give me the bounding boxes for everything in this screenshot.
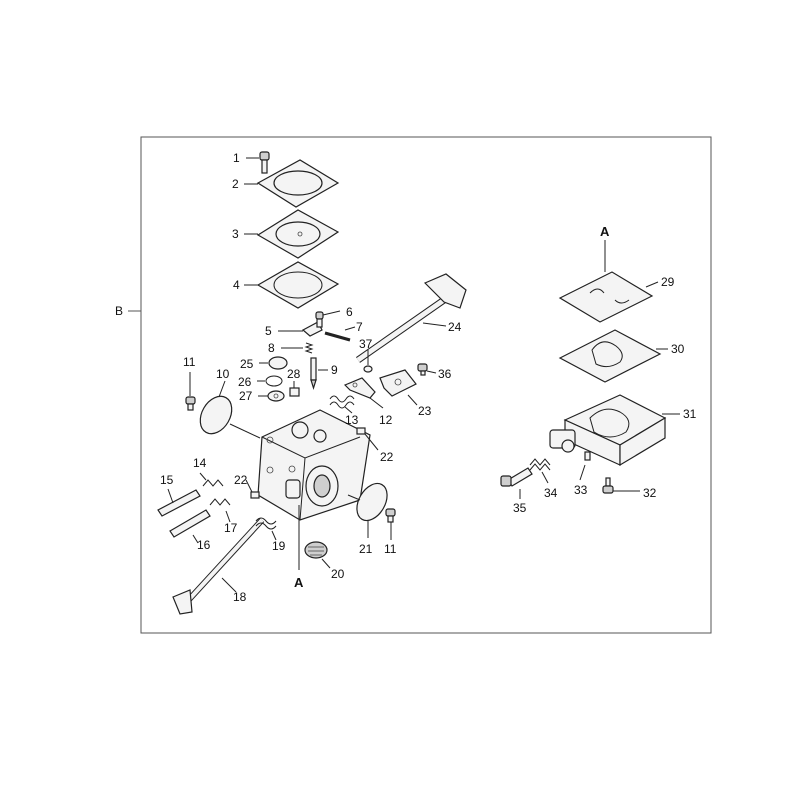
label-part-31: 31 <box>683 407 697 421</box>
label-part-27: 27 <box>239 389 253 403</box>
label-part-18: 18 <box>233 590 247 604</box>
section-marker-a-main: A <box>294 505 304 590</box>
part-27-washer <box>258 390 285 402</box>
part-36-screw <box>417 363 437 376</box>
label-part-3: 3 <box>232 227 239 241</box>
part-9-needle <box>310 357 328 391</box>
part-26-oring <box>257 375 283 387</box>
label-part-5: 5 <box>265 324 272 338</box>
part-35-screw <box>500 467 533 499</box>
part-labels: 1 2 3 4 5 6 7 8 9 10 11 11 12 13 14 15 1… <box>160 151 697 604</box>
part-37-ring <box>363 350 373 373</box>
label-part-12: 12 <box>379 413 393 427</box>
part-22-plug-right <box>356 427 379 451</box>
part-32-screw <box>602 477 640 494</box>
label-part-9: 9 <box>331 363 338 377</box>
part-4-gasket <box>244 261 340 309</box>
label-part-21: 21 <box>359 542 373 556</box>
label-part-35: 35 <box>513 501 527 515</box>
carburetor-body <box>257 409 371 521</box>
part-15-screw <box>157 488 201 517</box>
part-20-filter <box>304 541 331 569</box>
label-part-6: 6 <box>346 305 353 319</box>
part-2-cover <box>244 159 340 208</box>
label-part-15: 15 <box>160 473 174 487</box>
part-8-spring <box>281 342 314 354</box>
label-part-20: 20 <box>331 567 345 581</box>
part-31-pump-body <box>549 394 680 467</box>
label-part-2: 2 <box>232 177 239 191</box>
part-3-diaphragm <box>244 209 340 259</box>
part-29-gasket <box>558 271 659 323</box>
label-part-11-right: 11 <box>384 542 397 556</box>
part-24-choke-shaft <box>355 273 467 363</box>
label-part-29: 29 <box>661 275 675 289</box>
part-34-spring <box>529 458 551 484</box>
label-part-34: 34 <box>544 486 558 500</box>
label-part-4: 4 <box>233 278 240 292</box>
label-part-17: 17 <box>224 521 238 535</box>
part-19-spring <box>255 517 277 541</box>
part-17-spring <box>209 498 231 523</box>
section-marker-a-side: A <box>600 224 610 239</box>
label-part-14: 14 <box>193 456 207 470</box>
label-part-25: 25 <box>240 357 254 371</box>
part-13-spring <box>329 395 355 414</box>
label-part-37: 37 <box>359 337 373 351</box>
part-23-lever <box>379 369 418 406</box>
part-1-screw <box>246 151 270 174</box>
part-11-screw-right <box>385 508 396 540</box>
label-part-30: 30 <box>671 342 685 356</box>
label-part-19: 19 <box>272 539 286 553</box>
label-part-11-left: 11 <box>183 355 196 369</box>
label-part-13: 13 <box>345 413 359 427</box>
label-part-32: 32 <box>643 486 657 500</box>
label-part-7: 7 <box>356 320 363 334</box>
part-5-lever <box>278 321 323 337</box>
part-11-screw-left <box>185 372 196 411</box>
label-part-22-right: 22 <box>380 450 394 464</box>
part-28-seat <box>289 381 300 397</box>
part-14-spring <box>199 472 224 487</box>
part-22-plug-left <box>245 479 260 499</box>
label-part-10: 10 <box>216 367 230 381</box>
part-6-screw <box>315 310 341 328</box>
part-25-cap <box>259 356 288 370</box>
label-part-22-left: 22 <box>234 473 248 487</box>
part-7-pin <box>324 326 356 342</box>
part-10-throttle-disc <box>199 380 261 439</box>
label-part-28: 28 <box>287 367 301 381</box>
diagram-frame <box>140 136 712 634</box>
label-part-26: 26 <box>238 375 252 389</box>
label-part-8: 8 <box>268 341 275 355</box>
main-assembly: A <box>157 151 467 615</box>
side-marker: B <box>115 304 123 318</box>
part-21-disc <box>347 482 388 538</box>
label-part-24: 24 <box>448 320 462 334</box>
part-18-throttle-shaft <box>172 517 265 615</box>
label-part-23: 23 <box>418 404 432 418</box>
pump-assembly: A <box>500 224 680 499</box>
label-part-36: 36 <box>438 367 452 381</box>
svg-text:A: A <box>294 575 304 590</box>
part-30-diaphragm <box>558 329 668 383</box>
label-part-33: 33 <box>574 483 588 497</box>
part-12-lever <box>343 377 384 409</box>
part-33-pin <box>579 451 591 481</box>
part-16-screw <box>169 509 211 544</box>
label-part-1: 1 <box>233 151 240 165</box>
label-part-16: 16 <box>197 538 211 552</box>
